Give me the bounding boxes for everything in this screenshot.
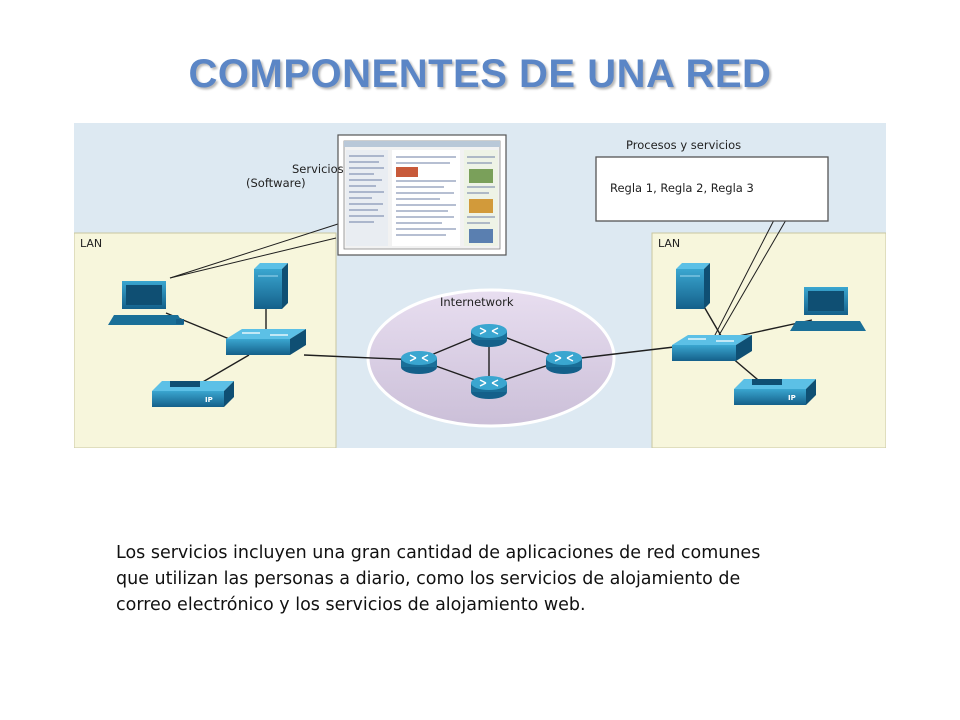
router-icon bbox=[545, 350, 583, 375]
services-label-line2: (Software) bbox=[246, 176, 306, 190]
server-icon bbox=[254, 263, 288, 309]
switch-icon bbox=[226, 329, 306, 355]
ip-badge-left: IP bbox=[205, 396, 213, 404]
pc-icon bbox=[108, 281, 184, 325]
ip-phone-icon: IP bbox=[734, 379, 816, 405]
router-icon bbox=[470, 375, 508, 400]
caption-line: que utilizan las personas a diario, como… bbox=[116, 569, 741, 589]
services-label-line1: Servicios bbox=[292, 162, 344, 176]
ip-phone-icon: IP bbox=[152, 381, 234, 407]
caption-text: Los servicios incluyen una gran cantidad… bbox=[116, 540, 856, 618]
router-icon bbox=[470, 323, 508, 348]
browser-screenshot-icon bbox=[337, 134, 507, 256]
pc-icon bbox=[790, 287, 866, 331]
rules-callout-box bbox=[595, 156, 829, 222]
slide-title: COMPONENTES DE UNA RED bbox=[188, 52, 772, 96]
network-diagram: LAN LAN Internetwork bbox=[74, 123, 886, 448]
switch-icon bbox=[672, 335, 752, 361]
ip-badge-right: IP bbox=[788, 394, 796, 402]
router-icon bbox=[400, 350, 438, 375]
server-icon bbox=[676, 263, 710, 309]
lan-left-label: LAN bbox=[80, 237, 102, 250]
lan-right-label: LAN bbox=[658, 237, 680, 250]
rules-text: Regla 1, Regla 2, Regla 3 bbox=[610, 181, 754, 195]
caption-line: correo electrónico y los servicios de al… bbox=[116, 595, 586, 615]
processes-label: Procesos y servicios bbox=[626, 138, 741, 152]
internetwork-label: Internetwork bbox=[440, 295, 514, 309]
caption-line: Los servicios incluyen una gran cantidad… bbox=[116, 543, 761, 563]
